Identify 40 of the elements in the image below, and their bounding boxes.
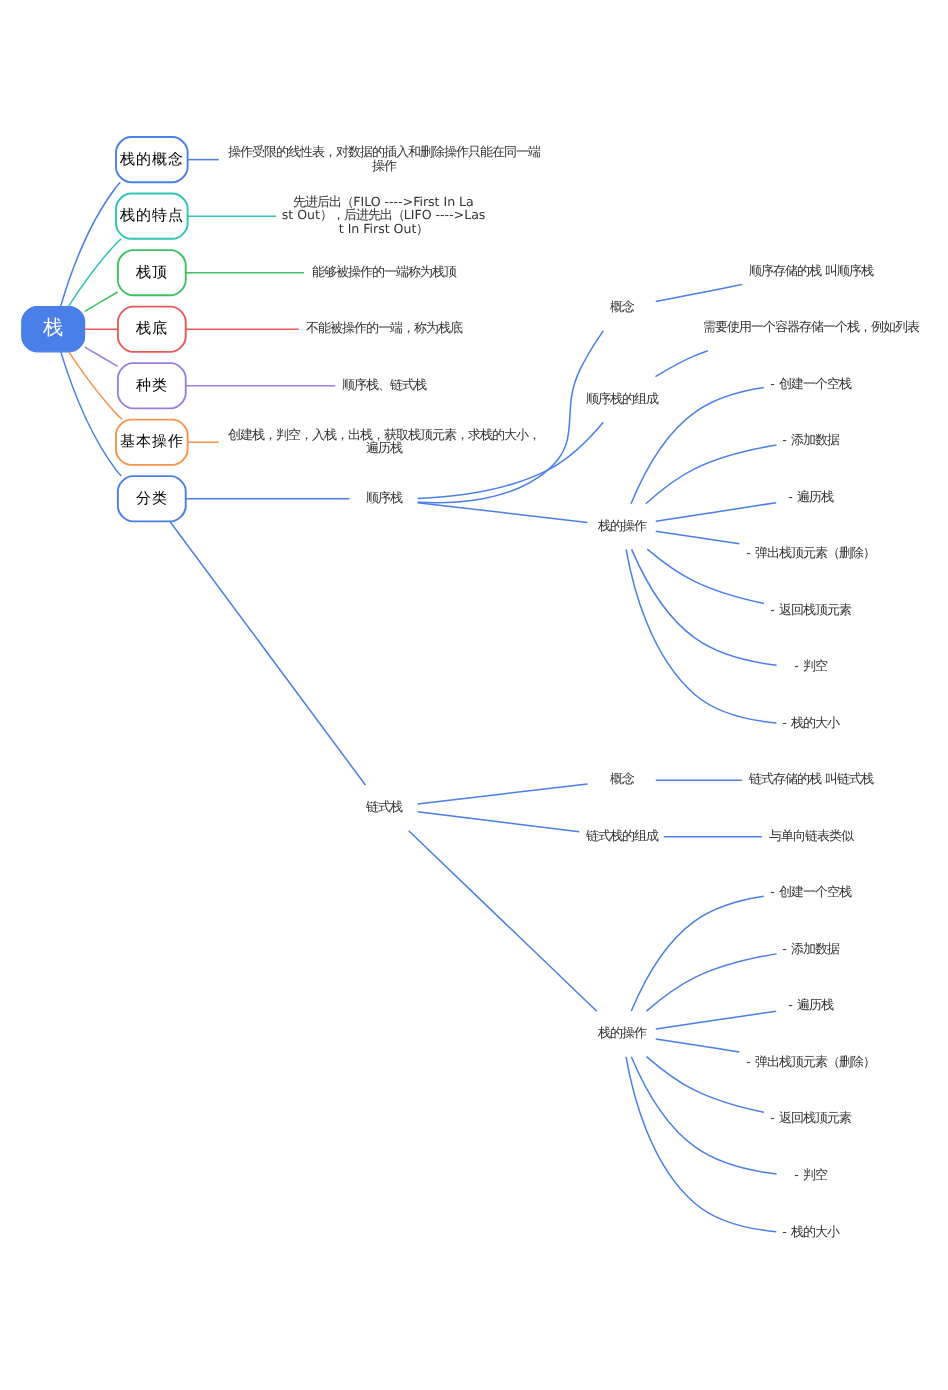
connector <box>655 529 741 544</box>
connector <box>187 157 220 160</box>
connector <box>185 270 305 273</box>
connector <box>84 327 119 329</box>
connector <box>60 350 123 476</box>
connector <box>68 350 123 420</box>
connector <box>655 778 743 780</box>
connector <box>630 547 778 665</box>
connector <box>169 519 367 785</box>
connector <box>407 828 598 1011</box>
connector <box>663 834 763 837</box>
connector <box>630 1054 778 1174</box>
connector <box>646 547 765 604</box>
connector <box>630 894 765 1011</box>
connector <box>416 329 604 503</box>
connector <box>416 810 580 832</box>
connector <box>645 952 778 1011</box>
node-box: 栈 <box>21 304 86 352</box>
connector <box>655 500 777 522</box>
connector <box>187 214 277 216</box>
connector <box>185 384 336 386</box>
connector <box>185 327 300 329</box>
connector <box>416 782 589 804</box>
connector <box>625 547 778 723</box>
connector <box>84 290 119 312</box>
connector <box>654 348 709 377</box>
connector <box>84 345 119 367</box>
connector <box>655 1009 777 1029</box>
connector <box>59 180 121 307</box>
connector <box>655 282 743 302</box>
connector <box>416 420 605 499</box>
connector <box>630 385 765 504</box>
connector <box>655 1037 741 1052</box>
connector <box>67 237 122 307</box>
connector <box>185 497 351 499</box>
connector <box>625 1055 778 1232</box>
connector <box>416 500 589 523</box>
connector <box>187 440 220 442</box>
connector <box>645 443 778 504</box>
connector <box>645 1054 765 1113</box>
